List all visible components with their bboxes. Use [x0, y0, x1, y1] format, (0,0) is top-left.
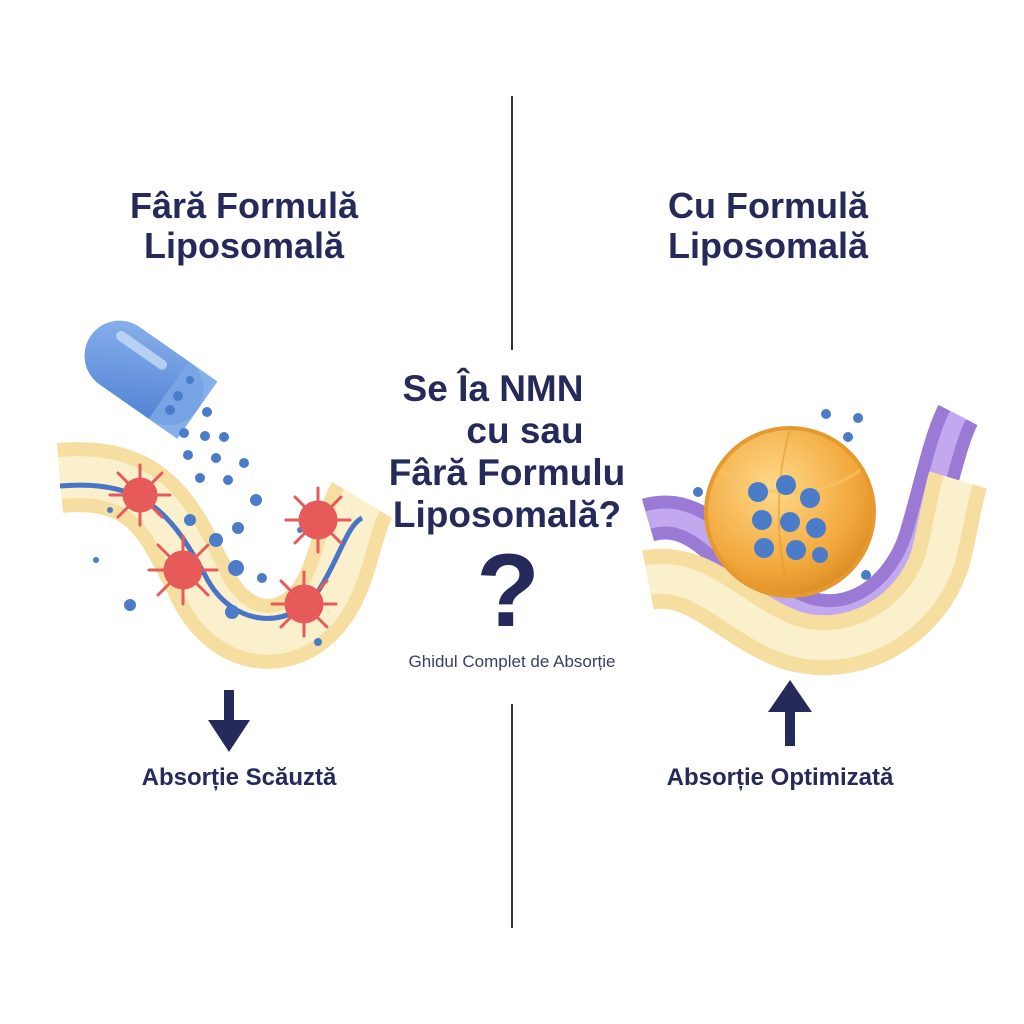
- right-title-line1: Cu Formulă: [667, 185, 868, 226]
- left-title-line2: Liposomală: [143, 225, 345, 266]
- center-title-line1: Se Îa NMN: [402, 368, 584, 409]
- question-mark-icon: ?: [476, 533, 540, 649]
- right-title-line2: Liposomală: [667, 225, 869, 266]
- center-title-line2: cu sau: [466, 410, 584, 451]
- left-title-line1: Fâră Formulă: [129, 185, 359, 226]
- center-divider-bottom: [511, 704, 513, 928]
- falling-nmn-particles: [93, 376, 322, 646]
- right-panel-title: Cu Formulă Liposomală: [588, 186, 948, 266]
- arrow-up-icon: [768, 680, 812, 746]
- enzyme-icons: [108, 463, 352, 638]
- capsule-icon: [84, 320, 218, 439]
- left-absorption-caption: Absorție Scăuztă: [141, 764, 337, 791]
- center-title-line3: Fâră Formulu: [388, 452, 626, 493]
- liposome-icon: [704, 426, 876, 598]
- center-divider-top: [511, 96, 513, 350]
- guide-subtitle: Ghidul Complet de Absorție: [408, 652, 616, 671]
- arrow-down-icon: [208, 690, 250, 752]
- center-title-line4: Liposomală?: [392, 494, 622, 535]
- left-panel-title: Fâră Formulă Liposomală: [64, 186, 424, 266]
- center-title: Se Îa NMN cu sau Fâră Formulu Liposomală…: [352, 368, 662, 536]
- right-absorption-caption: Absorție Optimizată: [666, 764, 894, 791]
- right-nmn-particles: [693, 409, 871, 580]
